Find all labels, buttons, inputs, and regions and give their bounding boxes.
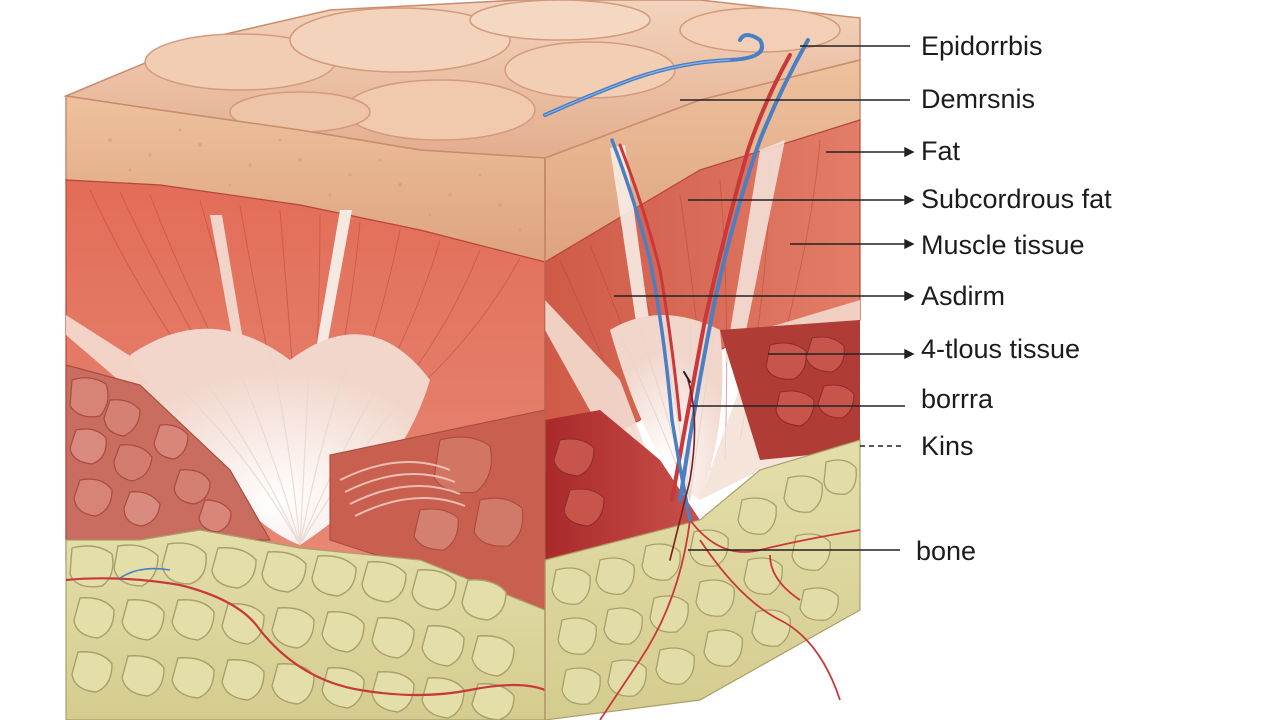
bone-cells-front [69, 542, 515, 720]
label-fibrous-tissue: 4-tlous tissue [921, 334, 1081, 364]
label-dermis: Demrsnis [921, 84, 1036, 114]
front-face [65, 95, 546, 720]
label-muscle-tissue: Muscle tissue [921, 230, 1085, 260]
label-fat: Fat [921, 136, 961, 166]
right-face [544, 59, 861, 720]
label-bone: bone [916, 536, 977, 566]
blood-vessels [543, 33, 810, 561]
label-asdirm: Asdirm [921, 281, 1006, 311]
label-epidermis: Epidorrbis [921, 31, 1043, 61]
fat-cells-left [65, 364, 272, 541]
leader-arrowheads [904, 146, 915, 360]
leader-lines [614, 45, 910, 551]
label-borrra: borrra [921, 384, 994, 414]
label-kins: Kins [921, 431, 974, 461]
bone-cells-right [551, 459, 857, 705]
label-subcutaneous-fat: Subcordrous fat [921, 184, 1112, 214]
